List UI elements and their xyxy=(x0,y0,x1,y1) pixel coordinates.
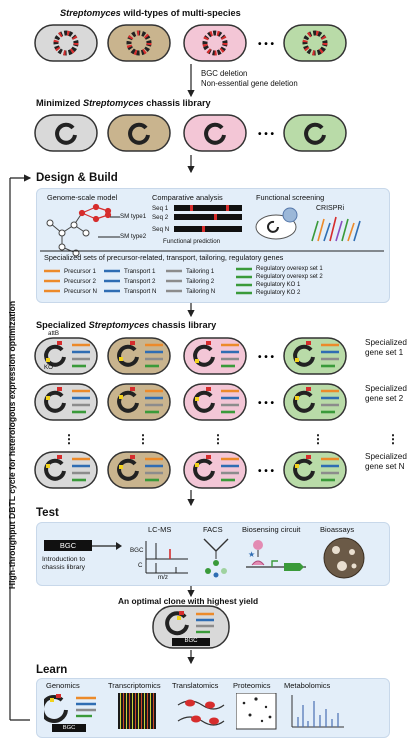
genome-scale-model-title: Genome-scale model xyxy=(47,193,118,202)
deletion-steps: BGC deletion Non-essential gene deletion xyxy=(201,69,298,88)
svg-text:⋮: ⋮ xyxy=(312,432,324,446)
optimal-clone-title: An optimal clone with highest yield xyxy=(118,596,259,606)
wild-cell-green xyxy=(283,24,347,62)
specialized-sets-text: Specialized sets of precursor-related, t… xyxy=(44,253,284,262)
transcriptomics-heatmap xyxy=(118,693,156,729)
specialized-chassis-header: Specialized Streptomyces chassis library xyxy=(36,320,217,330)
transport-labels: Transport 1 Transport 2 Transport N xyxy=(124,268,157,295)
panel-divider xyxy=(40,250,384,252)
metabolomics-spectrum-icon xyxy=(291,695,344,728)
wild-cell-pink xyxy=(183,24,247,62)
wild-type-cells xyxy=(34,24,347,62)
dbtl-cycle-label: High-throughput DBTL cycle for heterolog… xyxy=(7,300,17,590)
functional-screening-title: Functional screening xyxy=(256,193,325,202)
svg-text:⋮: ⋮ xyxy=(212,432,224,446)
learn-bgc-label: BGC xyxy=(62,725,76,731)
translatomics-title: Translatomics xyxy=(172,681,219,690)
svg-text:• • •: • • • xyxy=(258,352,275,363)
svg-text:⋮: ⋮ xyxy=(63,432,75,446)
sequence-labels: Seq 1 Seq 2 Seq N xyxy=(152,205,170,233)
lc-ms-title: LC-MS xyxy=(148,525,172,534)
specialized-cell-grid xyxy=(34,337,347,489)
biosensing-title: Biosensing circuit xyxy=(242,525,301,534)
genomics-icon xyxy=(44,694,96,732)
metabolomics-title: Metabolomics xyxy=(284,681,331,690)
facs-icon xyxy=(203,538,229,578)
genomics-title: Genomics xyxy=(46,681,80,690)
wild-cell-tan xyxy=(107,24,171,62)
bioassay-plate-icon xyxy=(323,537,365,579)
gene-legend-arrows xyxy=(44,267,252,295)
proteomics-title: Proteomics xyxy=(233,681,271,690)
bgc-axis-label: BGC xyxy=(130,547,144,554)
metabolic-network-icon xyxy=(46,203,120,257)
wild-types-header: Streptomyces wild-types of multi-species xyxy=(60,8,241,18)
design-build-title: Design & Build xyxy=(36,172,118,184)
crispri-screening-icon xyxy=(255,207,361,242)
svg-text:• • •: • • • xyxy=(258,39,275,50)
learn-title: Learn xyxy=(36,664,68,676)
svg-text:⋮: ⋮ xyxy=(387,432,399,446)
functional-prediction-label: Functional prediction xyxy=(163,238,221,245)
svg-text:• • •: • • • xyxy=(258,129,275,140)
comparative-analysis-title: Comparative analysis xyxy=(152,193,223,202)
ko-label: KO xyxy=(44,364,53,371)
lc-ms-chromatogram xyxy=(145,541,188,574)
sm-type1-label: SM type1 xyxy=(120,213,147,220)
c-axis-label: C xyxy=(138,562,143,569)
intro-arrow xyxy=(92,542,122,550)
dbtl-cycle-bracket xyxy=(9,174,32,721)
sequence-alignment xyxy=(174,205,242,232)
minimized-chassis-header: Minimized Streptomyces chassis library xyxy=(36,98,211,108)
crispri-label: CRISPRi xyxy=(316,205,345,212)
sm-type2-label: SM type2 xyxy=(120,233,147,240)
transcriptomics-title: Transcriptomics xyxy=(108,681,161,690)
proteomics-gel-icon xyxy=(236,693,277,730)
bgc-box: BGC xyxy=(44,540,92,551)
mz-label: m/z xyxy=(158,574,168,581)
svg-text:• • •: • • • xyxy=(258,398,275,409)
test-title: Test xyxy=(36,507,59,519)
learn-panel xyxy=(36,678,390,738)
biosensing-circuit-icon: ★ xyxy=(246,540,306,571)
wild-cell-gray xyxy=(34,24,98,62)
minimized-cells xyxy=(34,114,347,152)
clone-bgc-label: BGC xyxy=(184,638,198,644)
bioassays-title: Bioassays xyxy=(320,525,355,534)
facs-title: FACS xyxy=(203,525,223,534)
vertical-ellipsis: ⋮ ⋮ ⋮ ⋮ ⋮ xyxy=(63,432,399,446)
svg-text:★: ★ xyxy=(248,550,255,559)
optimal-clone-cell xyxy=(152,605,230,649)
tailoring-labels: Tailoring 1 Tailoring 2 Tailoring N xyxy=(186,268,216,295)
svg-text:⋮: ⋮ xyxy=(137,432,149,446)
svg-text:• • •: • • • xyxy=(258,466,275,477)
precursor-labels: Precursor 1 Precursor 2 Precursor N xyxy=(64,268,98,295)
regulatory-labels: Regulatory overexp set 1 Regulatory over… xyxy=(256,266,323,296)
translatomics-icon xyxy=(177,699,225,726)
attb-label: attB xyxy=(48,330,60,337)
